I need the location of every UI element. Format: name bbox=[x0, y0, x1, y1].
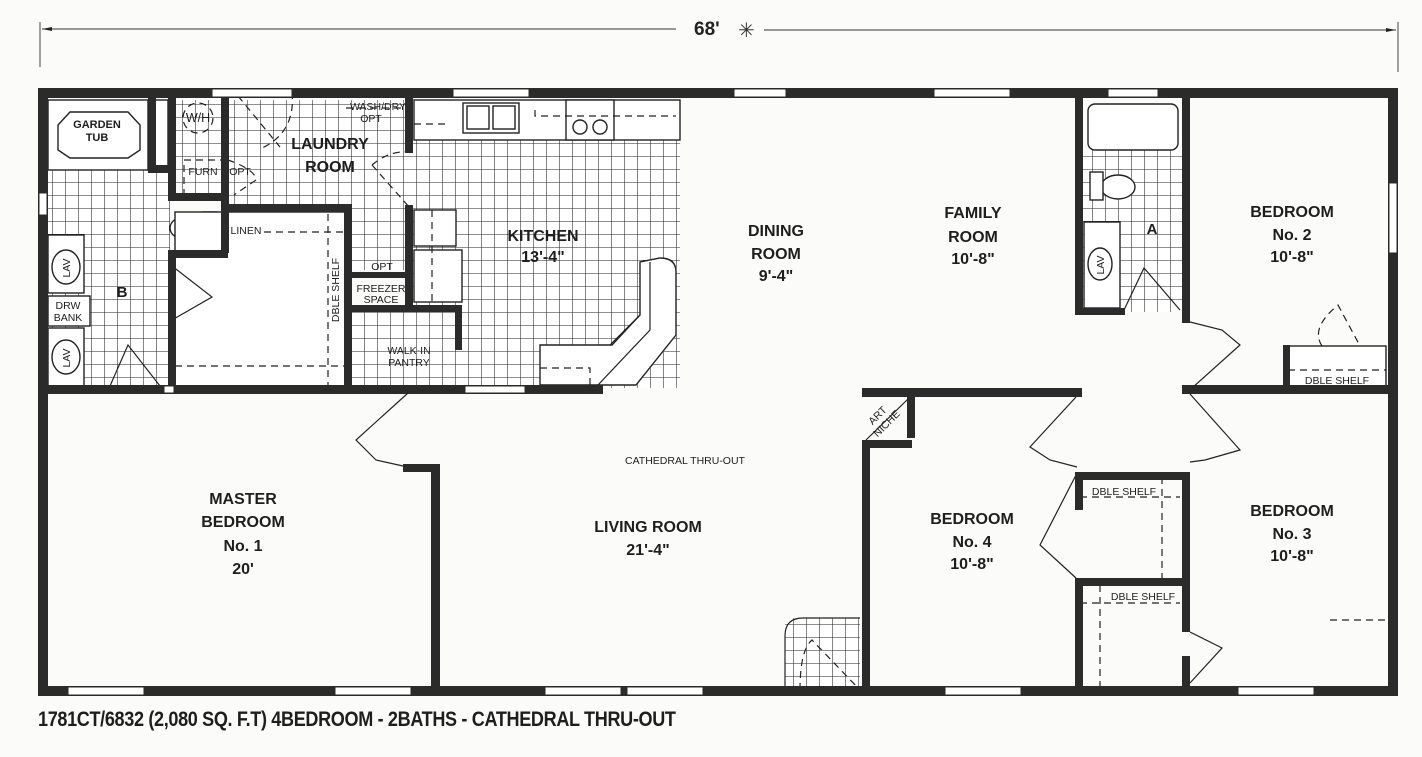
laundry-room-label: LAUNDRY bbox=[291, 136, 369, 153]
svg-text:OPT: OPT bbox=[360, 113, 382, 125]
bedroom-3-label: BEDROOM bbox=[1250, 503, 1334, 520]
svg-text:OPT: OPT bbox=[371, 261, 393, 273]
bedroom-2-size: 10'-8" bbox=[1270, 249, 1313, 266]
wash-dry-label: WASH/DRY bbox=[350, 101, 406, 113]
svg-text:BANK: BANK bbox=[54, 312, 83, 324]
bath-b-label: B bbox=[117, 284, 128, 301]
svg-text:SPACE: SPACE bbox=[364, 294, 399, 306]
bedroom-2-label: BEDROOM bbox=[1250, 204, 1334, 221]
garden-tub: GARDEN TUB bbox=[47, 99, 169, 171]
water-heater-label: W/H bbox=[186, 111, 210, 125]
lav-label: LAV bbox=[61, 258, 73, 277]
svg-text:OPT: OPT bbox=[229, 166, 251, 178]
svg-text:No. 1: No. 1 bbox=[223, 538, 262, 555]
svg-text:DBLE SHELF: DBLE SHELF bbox=[1092, 486, 1156, 498]
svg-text:LAV: LAV bbox=[61, 348, 73, 367]
dimension-line bbox=[39, 22, 1399, 72]
room-labels: W/H WASH/DRY OPT LAUNDRY ROOM FURN OPT L… bbox=[54, 101, 1369, 603]
linen-label: LINEN bbox=[231, 225, 262, 237]
dining-room-label: DINING bbox=[748, 223, 804, 240]
bedroom-4-size: 10'-8" bbox=[950, 556, 993, 573]
drawer-bank-label: DRW bbox=[56, 300, 81, 312]
svg-text:ROOM: ROOM bbox=[751, 246, 801, 263]
living-room-label: LIVING ROOM bbox=[594, 519, 702, 536]
svg-text:PANTRY: PANTRY bbox=[388, 357, 430, 369]
svg-text:BEDROOM: BEDROOM bbox=[201, 514, 285, 531]
master-bedroom-label: MASTER bbox=[209, 491, 277, 508]
fireplace bbox=[784, 617, 861, 691]
freezer-space-label: FREEZER bbox=[356, 283, 405, 295]
walls bbox=[38, 88, 1398, 696]
svg-text:LAV: LAV bbox=[1095, 255, 1107, 274]
kitchen-label: KITCHEN bbox=[507, 228, 578, 245]
dining-room-size: 9'-4" bbox=[759, 268, 794, 285]
master-bedroom-size: 20' bbox=[232, 561, 254, 578]
svg-text:TUB: TUB bbox=[86, 132, 109, 144]
svg-text:No. 2: No. 2 bbox=[1272, 227, 1311, 244]
living-room-size: 21'-4" bbox=[626, 542, 669, 559]
walk-in-pantry-label: WALK-IN bbox=[387, 345, 430, 357]
kitchen-cabinets bbox=[413, 99, 681, 386]
furnace-label: FURN bbox=[188, 166, 217, 178]
svg-text:No. 3: No. 3 bbox=[1272, 526, 1311, 543]
svg-text:No. 4: No. 4 bbox=[952, 534, 991, 551]
family-room-size: 10'-8" bbox=[951, 251, 994, 268]
svg-text:ROOM: ROOM bbox=[948, 229, 998, 246]
svg-text:ROOM: ROOM bbox=[305, 159, 355, 176]
garden-tub-label: GARDEN bbox=[73, 119, 121, 131]
svg-text:DBLE SHELF: DBLE SHELF bbox=[1111, 591, 1175, 603]
family-room-label: FAMILY bbox=[944, 205, 1002, 222]
bedroom-4-label: BEDROOM bbox=[930, 511, 1014, 528]
cathedral-note: CATHEDRAL THRU-OUT bbox=[625, 455, 746, 467]
bedroom-3-size: 10'-8" bbox=[1270, 548, 1313, 565]
asterisk-icon: ✳ bbox=[738, 20, 755, 42]
overall-width-label: 68' bbox=[694, 19, 720, 40]
svg-text:DBLE SHELF: DBLE SHELF bbox=[1305, 375, 1369, 387]
bath-a-fixtures bbox=[1083, 103, 1181, 311]
kitchen-size: 13'-4" bbox=[521, 249, 564, 266]
master-closet-shelf-label: DBLE SHELF bbox=[330, 258, 342, 322]
bath-b-fixtures bbox=[47, 211, 265, 387]
bath-a-label: A bbox=[1147, 221, 1158, 238]
plan-caption: 1781CT/6832 (2,080 SQ. F.T) 4BEDROOM - 2… bbox=[38, 708, 676, 731]
